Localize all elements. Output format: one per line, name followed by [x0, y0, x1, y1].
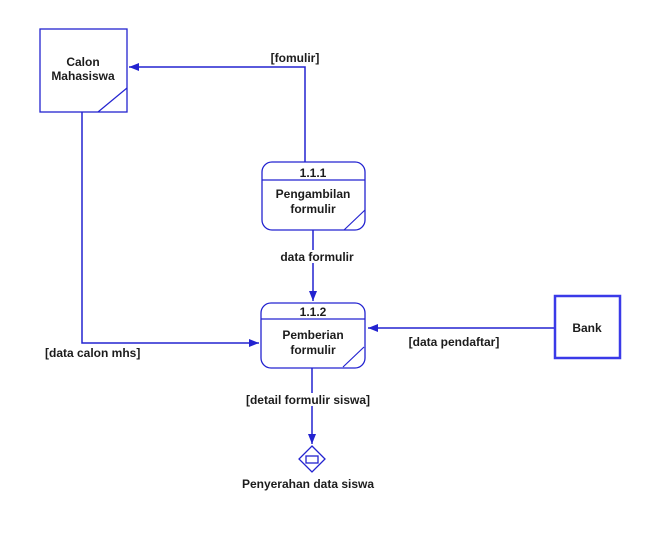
flow-label-data-formulir: data formulir: [280, 250, 354, 264]
process-1-1-1[interactable]: 1.1.1 Pengambilan formulir: [261, 161, 366, 231]
entity-calon-mahasiswa-label-line2: Mahasiswa: [51, 69, 115, 83]
entity-calon-mahasiswa-label-line1: Calon: [66, 55, 99, 69]
flow-data-formulir-label-bg: [274, 250, 360, 263]
flow-fomulir-line: [129, 63, 306, 162]
flow-data-formulir[interactable]: data formulir: [274, 230, 360, 301]
flow-data-calon-mhs[interactable]: [data calon mhs]: [45, 112, 259, 360]
process-1-1-2-number: 1.1.2: [300, 305, 327, 319]
process-1-1-2-corner-mark: [342, 346, 365, 368]
flow-detail-formulir-siswa-label-bg: [243, 393, 373, 406]
flow-fomulir[interactable]: [fomulir]: [129, 51, 319, 162]
process-1-1-2-label-line1: Pemberian: [282, 328, 343, 342]
entity-bank-box: [553, 294, 622, 360]
flow-data-calon-mhs-line: [81, 112, 259, 347]
offpage-connector-label: Penyerahan data siswa: [242, 477, 374, 491]
process-1-1-1-corner-mark: [343, 209, 366, 231]
flow-data-pendaftar[interactable]: [data pendaftar]: [368, 324, 555, 349]
entity-calon-mahasiswa-box: [39, 28, 128, 113]
flow-label-data-pendaftar: [data pendaftar]: [409, 335, 500, 349]
flow-label-fomulir: [fomulir]: [271, 51, 320, 65]
flow-detail-formulir-siswa[interactable]: [detail formulir siswa]: [243, 368, 373, 444]
offpage-connector-penyerahan-data-siswa[interactable]: Penyerahan data siswa: [242, 445, 374, 491]
entity-calon-mahasiswa-corner-mark: [97, 87, 128, 113]
process-1-1-1-label-line1: Pengambilan: [276, 187, 351, 201]
process-1-1-1-box: [261, 161, 366, 231]
flow-label-data-calon-mhs: [data calon mhs]: [45, 346, 140, 360]
process-1-1-2[interactable]: 1.1.2 Pemberian formulir: [260, 302, 366, 369]
entity-calon-mahasiswa[interactable]: Calon Mahasiswa: [39, 28, 128, 113]
entity-bank-label: Bank: [572, 321, 602, 335]
process-1-1-1-label-line2: formulir: [290, 202, 336, 216]
process-1-1-1-number: 1.1.1: [300, 166, 327, 180]
flow-label-detail-formulir-siswa: [detail formulir siswa]: [246, 393, 370, 407]
offpage-connector-inner-rect: [305, 455, 319, 464]
process-1-1-2-label-line2: formulir: [290, 343, 336, 357]
entity-bank[interactable]: Bank: [553, 294, 622, 360]
